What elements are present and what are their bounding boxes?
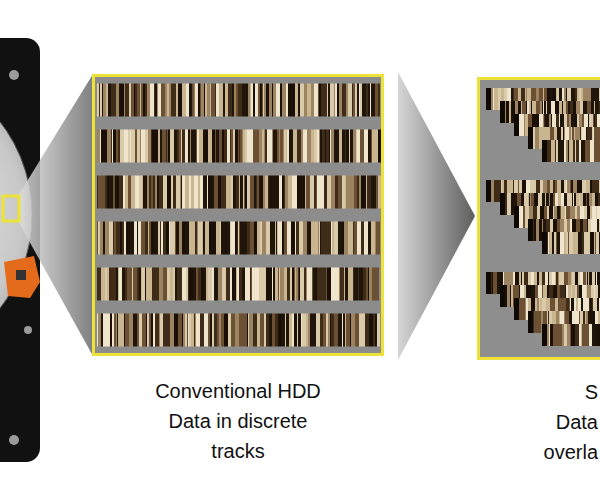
caption: Conventional HDD Data in discrete tracks (143, 376, 333, 466)
zoom-funnel (18, 74, 93, 356)
track-image (92, 74, 384, 356)
screw (9, 70, 19, 80)
track-texture (480, 80, 600, 357)
actuator (4, 256, 40, 298)
zoom-square (3, 196, 19, 221)
caption: S Data overla (544, 377, 598, 467)
chevron-arrow (398, 72, 475, 360)
track-image (477, 77, 600, 360)
actuator-pivot (16, 270, 26, 280)
track-texture (95, 77, 381, 353)
track-panel: Conventional HDD Data in discrete tracks (92, 74, 384, 356)
track-panel: S Data overla (477, 77, 600, 360)
screw (9, 435, 19, 445)
screw (24, 326, 32, 334)
